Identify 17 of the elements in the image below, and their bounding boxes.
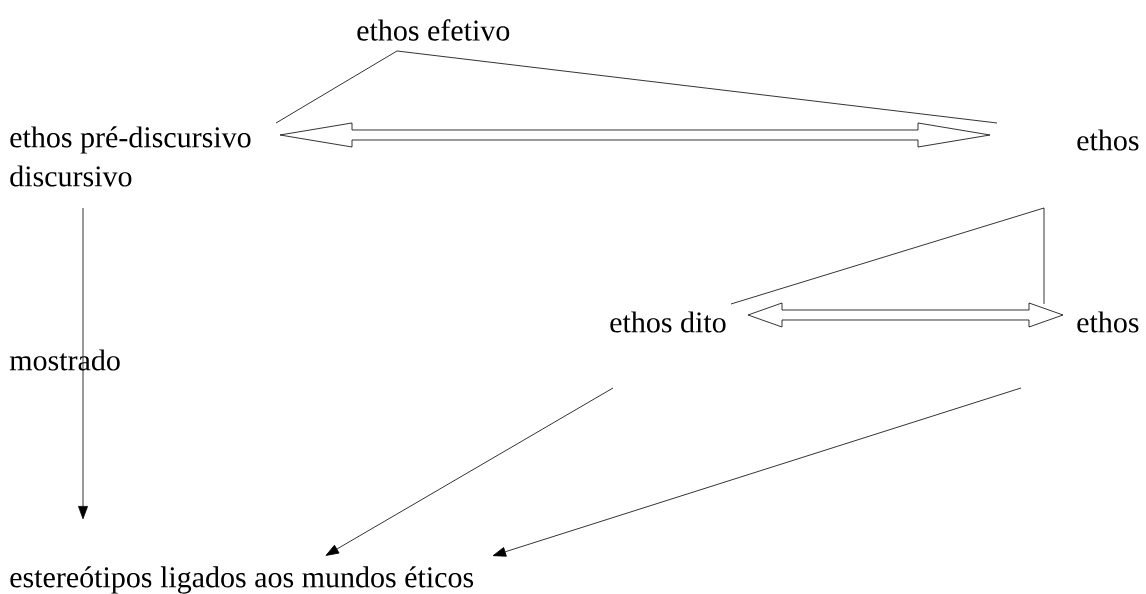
node-text: ethos [1077, 311, 1139, 333]
node-text: ethos pré-discursivo [10, 126, 251, 154]
connector-line [396, 50, 998, 124]
node-text: estereótipos ligados aos mundos éticos [10, 566, 474, 594]
arrow [325, 387, 614, 556]
arrow [492, 387, 1022, 557]
node-text: ethos [1077, 129, 1139, 151]
arrow [78, 207, 88, 520]
double-arrow [279, 122, 991, 148]
node-text: discursivo [10, 165, 132, 187]
connector-line [730, 207, 1045, 305]
node-text: ethos dito [610, 311, 726, 333]
double-arrow [747, 302, 1064, 328]
label-text: mostrado [8, 348, 122, 372]
connector-line [275, 50, 398, 124]
connector-line [1043, 207, 1045, 305]
node-text: ethos efetivo [357, 19, 510, 41]
